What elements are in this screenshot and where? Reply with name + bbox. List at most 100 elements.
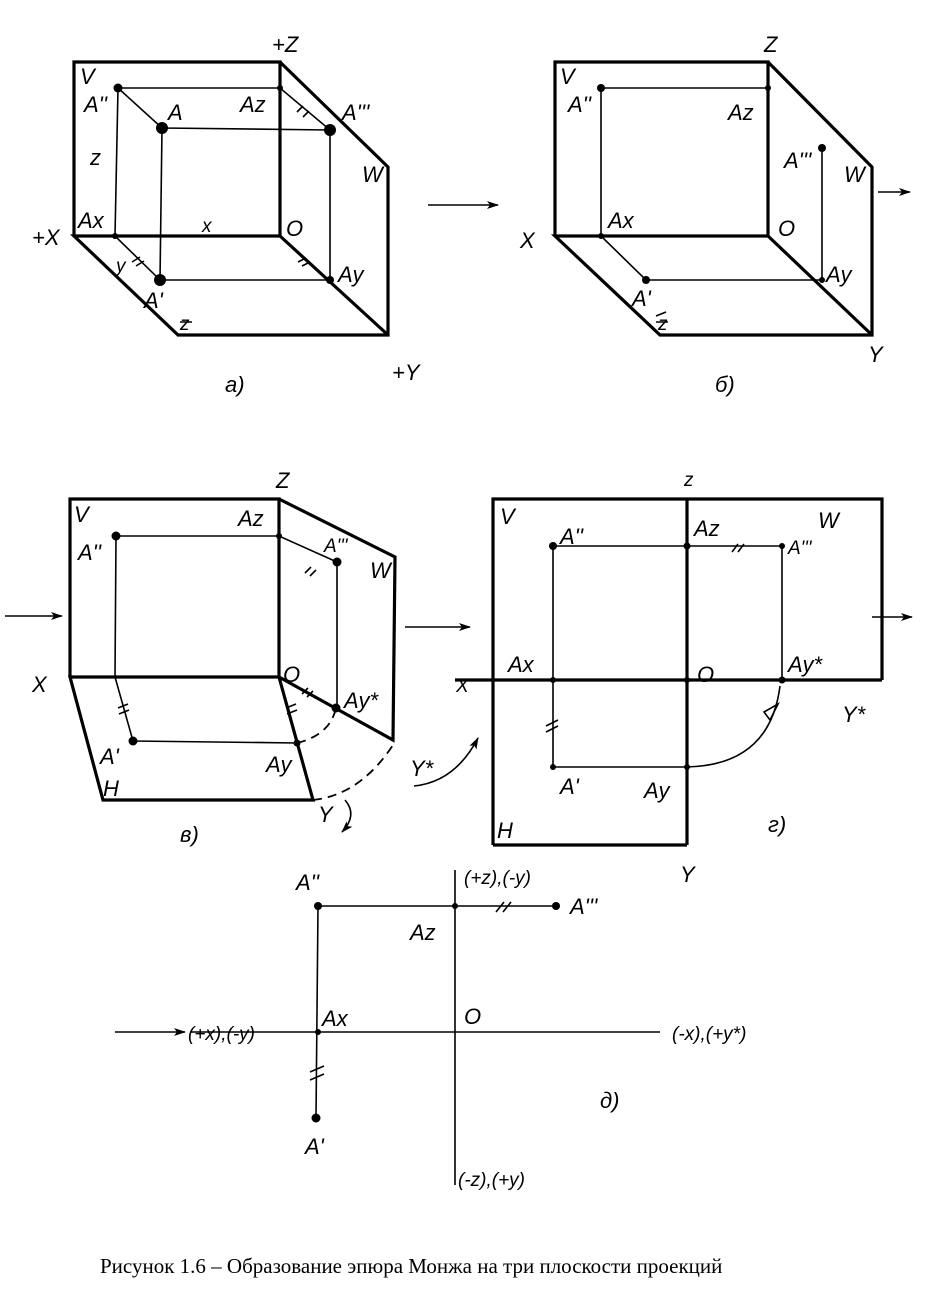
axis-y-label: +Y <box>392 360 421 385</box>
planes-outline <box>69 60 390 337</box>
plane-h-label: H <box>103 776 119 801</box>
axis-y-label: Y <box>318 802 334 827</box>
figure-caption: Рисунок 1.6 – Образование эпюра Монжа на… <box>100 1254 723 1278</box>
point-a1-label: A' <box>558 774 580 799</box>
point-a1-dot <box>154 274 166 286</box>
coord-y-label: y <box>114 256 127 277</box>
point-a2-label: A'' <box>294 870 320 895</box>
point-ay-dot <box>326 276 334 284</box>
point-az-dot <box>452 903 458 909</box>
planes-outline <box>550 60 874 337</box>
point-a-label: A <box>166 100 183 125</box>
point-aystar-label: Ay* <box>786 652 823 677</box>
plane-h-label: H <box>497 818 513 843</box>
axis-x-label: +X <box>32 225 61 250</box>
panel-a: +Z V A'' A Az A''' W z x +X Ax O Ay y A'… <box>32 32 421 397</box>
point-a3-label: A''' <box>340 100 370 125</box>
right-axis-label: (-x),(+y*) <box>672 1024 746 1045</box>
tick-marks <box>131 105 311 323</box>
rotation-arc <box>686 685 781 768</box>
point-a3-dot <box>779 543 785 549</box>
origin-label: O <box>778 216 795 241</box>
rotation-arrow-y <box>341 799 353 833</box>
projection-lines <box>552 545 783 768</box>
point-az-label: Az <box>692 516 720 541</box>
bottom-axis-label: (-z),(+y) <box>458 1170 525 1191</box>
point-ay-dot <box>819 277 825 283</box>
axis-z-label: +Z <box>272 32 300 57</box>
point-aystar-dot <box>778 676 786 684</box>
point-a1-dot <box>550 764 556 770</box>
plane-w-label: W <box>370 558 393 583</box>
point-az-dot <box>277 85 283 91</box>
plane-w-label: W <box>818 508 841 533</box>
origin-label: O <box>464 1004 481 1029</box>
origin-label: O <box>286 216 303 241</box>
axis-z-label: Z <box>275 468 291 493</box>
origin-dot <box>684 677 690 683</box>
axis-x-label: X <box>519 228 536 253</box>
planes-outline <box>455 497 884 847</box>
point-a-dot <box>156 122 168 134</box>
point-ay-label: Ay <box>824 262 853 287</box>
left-axis-label: (+x),(-y) <box>188 1024 255 1045</box>
panel-c-caption: в) <box>180 822 199 847</box>
point-a3-label: A''' <box>782 148 812 173</box>
arc-arrowhead <box>762 701 780 722</box>
tick-marks <box>117 566 317 715</box>
point-ax-label: Ax <box>76 208 105 233</box>
point-a3-label: A''' <box>568 894 598 919</box>
axis-z-label: z <box>683 470 694 491</box>
plane-v-label: V <box>560 64 577 89</box>
point-a3-label: A''' <box>787 538 813 559</box>
axis-ystar-label: Y* <box>410 756 435 781</box>
point-az-label: Az <box>236 506 264 531</box>
point-ax-dot <box>598 233 604 239</box>
axis-x-label: X <box>31 672 48 697</box>
point-a1-dot <box>128 736 138 746</box>
point-a1-label: A' <box>142 288 164 313</box>
point-a2-label: A'' <box>76 540 102 565</box>
tick-marks <box>655 311 668 323</box>
point-a2-dot <box>314 902 322 910</box>
point-a2-label: A'' <box>82 92 108 117</box>
panel-b-caption: б) <box>715 372 735 397</box>
point-a1-dot <box>642 276 650 284</box>
coord-z-label: z <box>89 145 101 170</box>
point-az-label: Az <box>726 100 754 125</box>
point-a3-dot <box>324 124 336 136</box>
point-a2-dot <box>111 531 121 541</box>
axis-ystar-label: Y* <box>842 702 867 727</box>
point-ay-label: Ay <box>336 262 365 287</box>
rotation-arc-h <box>312 744 394 801</box>
point-a3-dot <box>552 902 560 910</box>
plane-v-label: V <box>74 502 91 527</box>
plane-v-label: V <box>500 504 517 529</box>
rotation-arrow-ystar <box>413 737 479 787</box>
tick-marks <box>545 543 745 733</box>
point-a2-dot <box>113 83 123 93</box>
point-a3-dot <box>818 144 826 152</box>
origin-label: O <box>283 662 300 687</box>
tick-marks <box>309 901 512 1081</box>
point-ax-dot <box>315 1029 321 1035</box>
origin-label: O <box>697 662 714 687</box>
axis-z-label: Z <box>763 32 779 57</box>
panel-d-caption: г) <box>768 812 786 837</box>
rotation-arc-ay <box>296 707 337 744</box>
epure-lines <box>190 870 660 1185</box>
axis-y-label: Y <box>680 862 696 887</box>
point-a3-dot <box>332 557 342 567</box>
point-a1-label: A' <box>630 286 652 311</box>
point-a1-label: A' <box>98 744 120 769</box>
projection-lines <box>114 535 338 744</box>
coord-z2-label: z <box>657 314 668 335</box>
point-ax-label: Ax <box>320 1006 349 1031</box>
panel-e: A'' (+z),(-y) A''' Az Ax O (+x),(-y) (-x… <box>115 868 746 1191</box>
point-ay-label: Ay <box>642 778 671 803</box>
point-a2-dot <box>549 542 557 550</box>
point-ax-label: Ax <box>506 652 535 677</box>
point-a1-label: A' <box>303 1134 325 1159</box>
plane-w-label: W <box>844 162 867 187</box>
